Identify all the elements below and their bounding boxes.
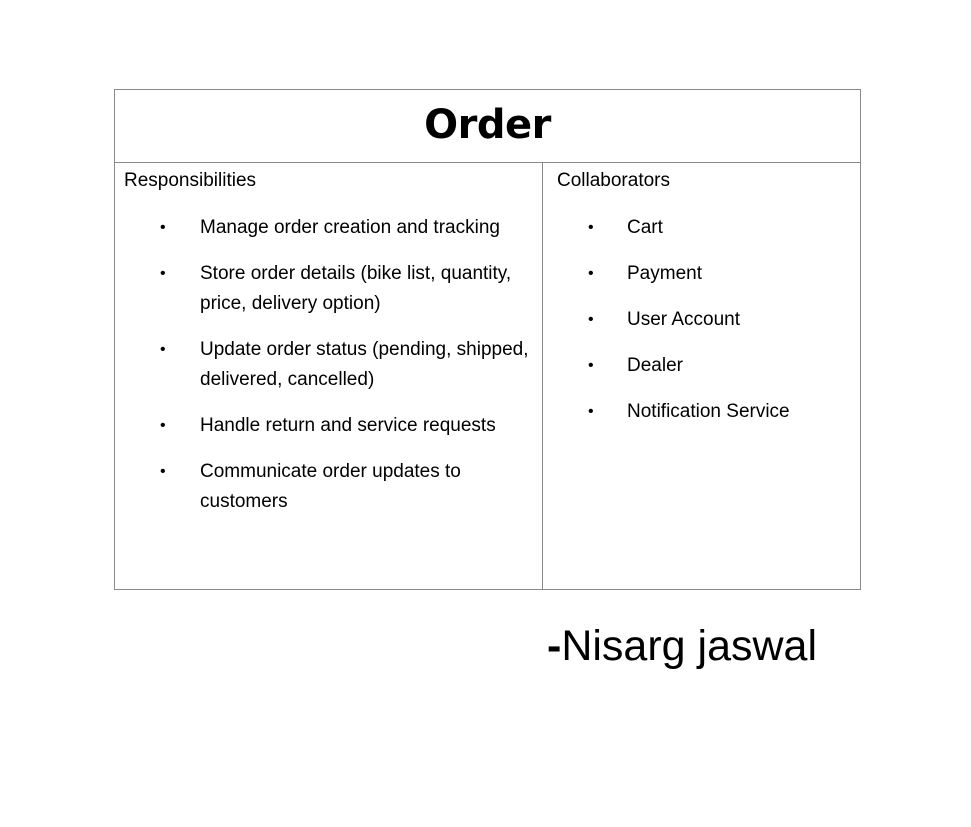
bullet-icon: • xyxy=(160,417,166,434)
collaborators-list: • Cart • Payment • User Account • Dealer • No… xyxy=(588,213,868,443)
list-item: • Handle return and service requests xyxy=(160,411,540,441)
list-item: • Manage order creation and tracking xyxy=(160,213,540,243)
bullet-icon: • xyxy=(160,265,166,282)
class-title: Order xyxy=(424,102,551,148)
responsibility-text: Handle return and service requests xyxy=(200,415,496,436)
responsibilities-heading: Responsibilities xyxy=(124,170,257,191)
responsibility-text: Communicate order updates to customers xyxy=(200,461,461,512)
collaborators-column: Collaborators • Cart • Payment • User Accou… xyxy=(543,163,860,589)
bullet-icon: • xyxy=(588,219,594,236)
list-item: • User Account xyxy=(588,305,868,335)
responsibility-text: Store order details (bike list, quantity… xyxy=(200,263,512,314)
list-item: • Dealer xyxy=(588,351,868,381)
collaborator-text: Notification Service xyxy=(627,401,790,422)
author-signature: -Nisarg jaswal xyxy=(547,618,817,674)
signature-dash: - xyxy=(547,622,562,670)
responsibility-text: Update order status (pending, shipped, d… xyxy=(200,339,529,390)
list-item: • Update order status (pending, shipped, … xyxy=(160,335,540,395)
bullet-icon: • xyxy=(588,357,594,374)
list-item: • Notification Service xyxy=(588,397,868,427)
list-item: • Communicate order updates to customers xyxy=(160,457,540,517)
collaborators-heading: Collaborators xyxy=(557,170,670,191)
bullet-icon: • xyxy=(160,219,166,236)
list-item: • Cart xyxy=(588,213,868,243)
crc-card: Order Responsibilities • Manage order cre… xyxy=(114,89,861,590)
bullet-icon: • xyxy=(160,341,166,358)
responsibility-text: Manage order creation and tracking xyxy=(200,217,500,238)
bullet-icon: • xyxy=(160,463,166,480)
signature-name: Nisarg jaswal xyxy=(561,622,818,670)
list-item: • Payment xyxy=(588,259,868,289)
bullet-icon: • xyxy=(588,265,594,282)
collaborator-text: Payment xyxy=(627,263,702,284)
crc-header: Order xyxy=(115,90,860,163)
list-item: • Store order details (bike list, quantit… xyxy=(160,259,540,319)
responsibilities-list: • Manage order creation and tracking • Sto… xyxy=(160,213,540,533)
collaborator-text: Cart xyxy=(627,217,663,238)
responsibilities-column: Responsibilities • Manage order creation … xyxy=(115,163,543,589)
bullet-icon: • xyxy=(588,311,594,328)
collaborator-text: User Account xyxy=(627,309,740,330)
bullet-icon: • xyxy=(588,403,594,420)
collaborator-text: Dealer xyxy=(627,355,683,376)
